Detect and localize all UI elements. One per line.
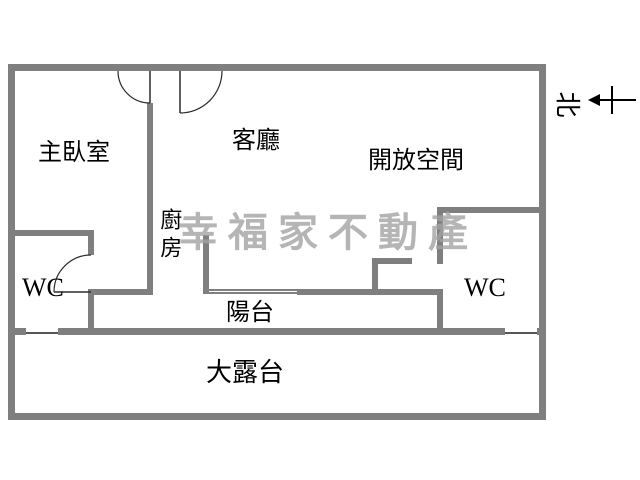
sliding-door: [209, 289, 297, 294]
room-label-living-room: 客廳: [232, 127, 280, 154]
watermark-text: 幸福家不動產: [178, 211, 478, 255]
wall-balcony-bottom-1: [8, 328, 26, 335]
wall-balcony-top-right: [297, 289, 378, 295]
door-arc: [53, 254, 92, 293]
wall-vestibule-left: [372, 258, 378, 295]
wall-wc-right-jamb-upper: [437, 207, 443, 264]
wall-vestibule-bottom: [372, 289, 443, 295]
room-label-wc-left: WC: [22, 273, 64, 302]
room-label-terrace: 大露台: [206, 357, 285, 387]
wall-wc-right-top: [437, 207, 539, 213]
wall-wc-left-jamb-lower: [88, 292, 94, 329]
wall-balcony-top-left: [88, 289, 153, 295]
door-arc: [117, 70, 151, 104]
wall-wc-left-jamb-upper: [88, 230, 94, 255]
wall-outer-bottom: [8, 413, 546, 420]
room-label-kitchen: 廚房: [157, 208, 183, 264]
wall-wc-left-top: [8, 230, 94, 236]
wall-outer-top: [8, 64, 546, 71]
room-label-open-space: 開放空間: [368, 147, 464, 174]
north-arrow-icon: [588, 86, 636, 114]
wall-outer-left: [8, 64, 15, 420]
wall-balcony-bottom-3: [537, 328, 546, 335]
wall-balcony-bottom-2: [58, 328, 505, 335]
wall-bedroom-divider: [147, 103, 153, 294]
door-arc: [179, 70, 223, 114]
room-label-balcony: 陽台: [226, 299, 274, 326]
room-label-wc-right: WC: [464, 273, 506, 302]
wall-wc-right-jamb-lower: [437, 292, 443, 328]
room-label-master-bedroom: 主臥室: [38, 139, 110, 166]
wall-vestibule-top: [372, 258, 412, 264]
compass: 北: [552, 78, 640, 122]
wall-outer-right: [539, 64, 546, 420]
wall-kitchen-divider: [203, 235, 209, 294]
